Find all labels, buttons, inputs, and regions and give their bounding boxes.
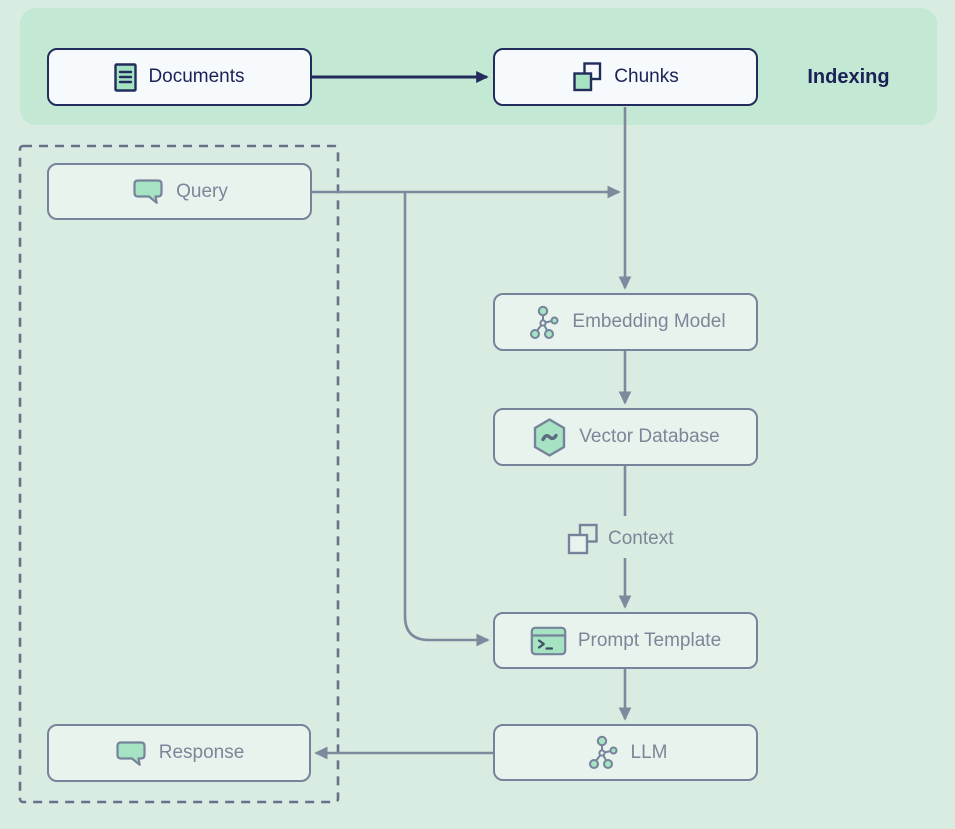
node-prompt-template: Prompt Template [493,612,758,669]
node-context-label: Context [608,528,674,549]
node-prompt-template-label: Prompt Template [577,629,722,651]
node-embedding-model: Embedding Model [493,293,758,351]
chat-bubble-icon [133,179,163,204]
indexing-label: Indexing [807,65,890,88]
node-query: Query [47,163,312,220]
node-vector-database-label: Vector Database [579,426,720,447]
chunks-icon [567,523,598,555]
edge-query-to-prompt-template [403,192,490,647]
query-flow-region-border [18,144,340,804]
chunks-icon [573,61,602,91]
node-response-label: Response [158,742,245,763]
hexagon-database-icon [534,417,566,457]
node-chunks: Chunks [493,48,758,106]
chat-bubble-icon [116,740,146,766]
node-embedding-model-label: Embedding Model [572,311,726,332]
node-chunks-label: Chunks [614,66,679,87]
node-llm-label: LLM [630,741,668,763]
node-vector-database: Vector Database [493,408,758,466]
network-icon [588,735,618,769]
node-llm: LLM [493,724,758,781]
terminal-icon [530,626,567,655]
node-response: Response [47,724,311,782]
node-context: Context [566,520,673,558]
node-documents: Documents [47,48,312,106]
network-icon [530,305,559,339]
node-documents-label: Documents [148,66,245,87]
document-icon [114,62,138,92]
node-query-label: Query [176,180,228,202]
